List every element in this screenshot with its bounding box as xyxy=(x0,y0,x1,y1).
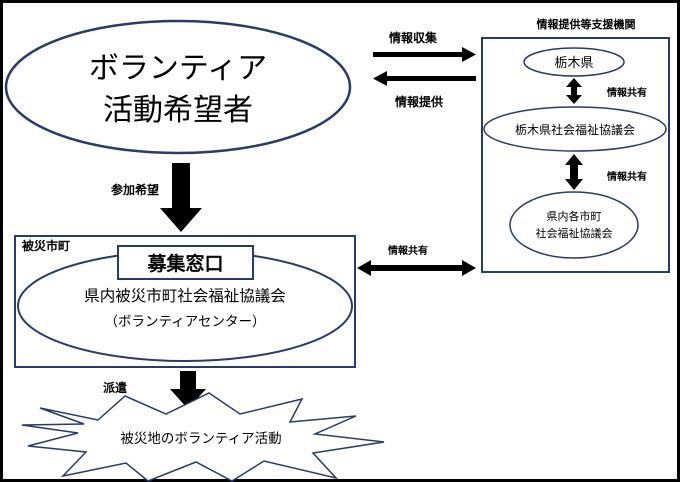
prefecture-label: 栃木県 xyxy=(554,56,593,71)
pref-council-label: 栃木県社会福祉協議会 xyxy=(515,122,635,137)
disaster-city-title: 被災市町 xyxy=(22,238,70,253)
provide-arrow xyxy=(373,71,476,86)
volunteer-label-line1: ボランティア xyxy=(89,51,267,86)
activity-burst xyxy=(21,392,385,482)
collect-label: 情報収集 xyxy=(389,30,438,45)
dispatch-label: 派遣 xyxy=(103,380,127,395)
share-arrow-top xyxy=(566,78,582,104)
local-councils-line1: 県内各市町 xyxy=(547,209,602,223)
support-org-title: 情報提供等支援機関 xyxy=(537,17,636,31)
volunteer-node xyxy=(4,19,352,155)
recruit-window-label: 募集窓口 xyxy=(146,252,223,275)
share-arrow-bottom xyxy=(565,154,583,190)
provide-label: 情報提供 xyxy=(395,94,443,109)
disaster-council-label: 県内被災市町社会福祉協議会 xyxy=(84,287,286,305)
share-label-center: 情報共有 xyxy=(388,244,428,257)
share-arrow-center xyxy=(357,260,476,276)
collect-arrow xyxy=(373,47,476,62)
local-councils-line2: 社会福祉協議会 xyxy=(536,226,613,240)
prefecture-node xyxy=(523,47,625,77)
local-councils-node xyxy=(509,191,639,259)
dispatch-arrow xyxy=(170,371,206,409)
volunteer-center-label: （ボランティアセンター） xyxy=(105,314,266,330)
volunteer-label-line2: 活動希望者 xyxy=(103,93,253,128)
apply-label: 参加希望 xyxy=(111,182,159,197)
recruit-window-box xyxy=(117,245,254,280)
pref-council-node xyxy=(483,106,667,152)
apply-arrow xyxy=(160,163,202,232)
activity-label: 被災地のボランティア活動 xyxy=(120,431,281,447)
share-label-bottom: 情報共有 xyxy=(607,170,647,183)
share-label-top: 情報共有 xyxy=(607,86,647,99)
